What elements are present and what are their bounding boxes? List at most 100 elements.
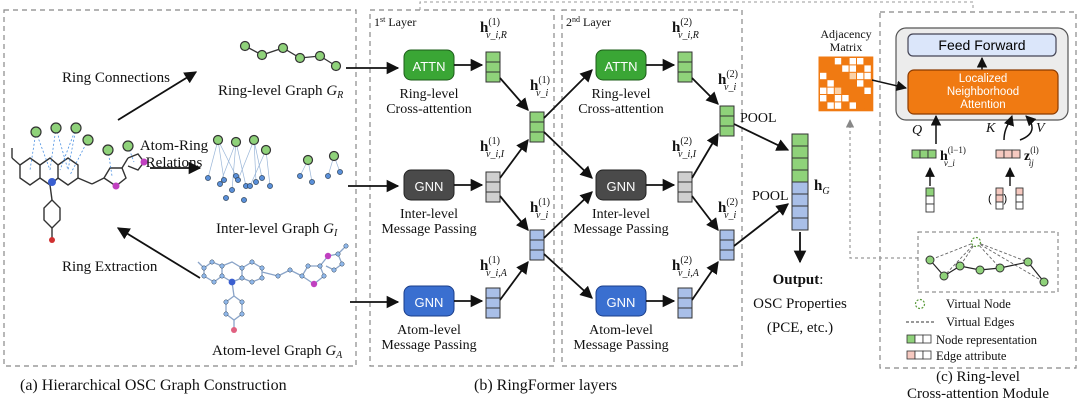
ring-nodes-on-molecule [30, 122, 134, 156]
adjacency-cell [849, 65, 856, 72]
vec-h1-ring-combined [529, 111, 545, 143]
label-z: z(l)ij [1024, 145, 1039, 168]
adjacency-cell [857, 87, 864, 94]
layer1-frame [369, 9, 555, 367]
atom-mp-label-2a: Atom-level [589, 323, 653, 338]
ring-node-projections [29, 127, 135, 177]
feed-forward-label: Feed Forward [938, 37, 1025, 53]
pool-label-1: POOL [740, 111, 777, 126]
vec-h2-A [677, 287, 693, 319]
adjacency-cell [820, 72, 827, 80]
adjacency-cell [827, 72, 834, 80]
caption-c-line1: (c) Ring-level [936, 369, 1020, 385]
molecule-highlight-atoms [48, 158, 148, 243]
localized-label-1: Localized [959, 73, 1008, 85]
ring-connections-arrow [117, 71, 198, 121]
edge-attr-vector-vertical-2 [1015, 187, 1024, 210]
adjacency-cell [857, 95, 864, 102]
osc-molecule [11, 148, 145, 240]
attn-label-1: ATTN [413, 59, 446, 74]
atom-mp-label-2b: Message Passing [573, 338, 668, 353]
gnn-label-inter-2: GNN [607, 179, 636, 194]
feed-forward-block [907, 33, 1057, 57]
inter-mp-label-1b: Message Passing [381, 222, 476, 237]
legend-virtual-edges-label: Virtual Edges [946, 315, 1014, 329]
label-h2-A: h(2)v_i,A [672, 255, 700, 279]
adjacency-cell [834, 102, 842, 109]
adjacency-cell [842, 95, 849, 102]
vec-h2-atom-combined [719, 229, 735, 261]
inter-level-graph [205, 134, 343, 203]
legend-virtual-node-label: Virtual Node [946, 297, 1011, 311]
combine-arrow-1b [499, 138, 529, 179]
k-label: K [985, 121, 996, 136]
nitrogen-atom [228, 278, 236, 286]
adjacency-cell [827, 95, 834, 102]
adjacency-cell [820, 58, 827, 65]
caption-b: (b) RingFormer layers [474, 377, 617, 394]
label-h1-v-2: h(1)v_i [530, 197, 550, 221]
label-h2-R: h(2)v_i,R [672, 17, 699, 41]
adjacency-cell [857, 102, 864, 109]
adjacency-cell [834, 80, 842, 87]
adjacency-matrix [818, 56, 874, 112]
zoom-connector-top [419, 1, 974, 10]
adjacency-cell [834, 72, 842, 80]
panel-a-frame [3, 9, 357, 367]
adjacency-cell [849, 58, 856, 65]
node-rep-vector-vertical [925, 187, 935, 213]
pool-arrow-ring [733, 123, 790, 151]
adjacency-cell [834, 58, 842, 65]
ring-extraction-label: Ring Extraction [62, 259, 158, 275]
combine-arrow-2c [691, 195, 719, 232]
localized-label-2: Neighborhood [947, 86, 1019, 98]
matrix-to-attention-arrow [871, 79, 908, 91]
ring-connections-label: Ring Connections [62, 70, 170, 86]
l1-l2-arrow-ring [543, 69, 593, 119]
adjacency-cell [834, 95, 842, 102]
label-h2-v: h(2)v_i [718, 69, 738, 93]
combine-arrow-2a [691, 77, 719, 105]
localized-label-3: Attention [960, 99, 1005, 111]
gnn-block-atom-layer1: GNN [403, 285, 455, 317]
adjacency-cell [857, 65, 864, 72]
virtual-graph-frame [917, 231, 1059, 293]
inter-mp-label-1a: Inter-level [400, 207, 458, 222]
layer1-label: 1st Layer [374, 15, 416, 29]
vec-h2-I [677, 171, 693, 203]
ring-level-graph [239, 40, 342, 72]
vec-h1-R [485, 51, 501, 83]
sulfur-atom-1 [310, 280, 318, 288]
combine-arrow-1d [499, 260, 529, 301]
adjacency-label-2: Matrix [830, 40, 863, 54]
adjacency-cell [820, 80, 827, 87]
combine-arrow-1a [499, 77, 529, 111]
gnn-label-inter-1: GNN [415, 179, 444, 194]
ring-ca-label-2a: Ring-level [591, 87, 650, 102]
vec-h1-atom-combined [529, 229, 545, 261]
ring-extraction-arrow [116, 227, 201, 279]
attn-block-layer1: ATTN [403, 49, 455, 81]
output-pce: (PCE, etc.) [767, 320, 833, 336]
adjacency-cell [849, 80, 856, 87]
vec-hG [791, 133, 809, 231]
pool-arrow-atom [733, 203, 789, 247]
adjacency-cell [820, 95, 827, 102]
adjacency-label-1: Adjacency [820, 27, 871, 41]
legend-edge-attr-icon [906, 350, 932, 360]
adjacency-cell [857, 58, 864, 65]
legend: Virtual Node Virtual Edges Node represen… [906, 297, 1038, 363]
adjacency-cell [849, 72, 856, 80]
attn-block-layer2: ATTN [595, 49, 647, 81]
adjacency-cell [842, 102, 849, 109]
gnn-label-atom-1: GNN [415, 295, 444, 310]
adjacency-cell [842, 58, 849, 65]
atom-mp-label-1b: Message Passing [381, 338, 476, 353]
q-label: Q [912, 123, 922, 138]
virtual-node [970, 236, 982, 248]
gnn-block-inter-layer1: GNN [403, 169, 455, 201]
label-h1-R: h(1)v_i,R [480, 17, 507, 41]
adjacency-cell [842, 80, 849, 87]
atom-ring-label-line1: Atom-Ring [140, 138, 209, 154]
adjacency-cell [827, 65, 834, 72]
